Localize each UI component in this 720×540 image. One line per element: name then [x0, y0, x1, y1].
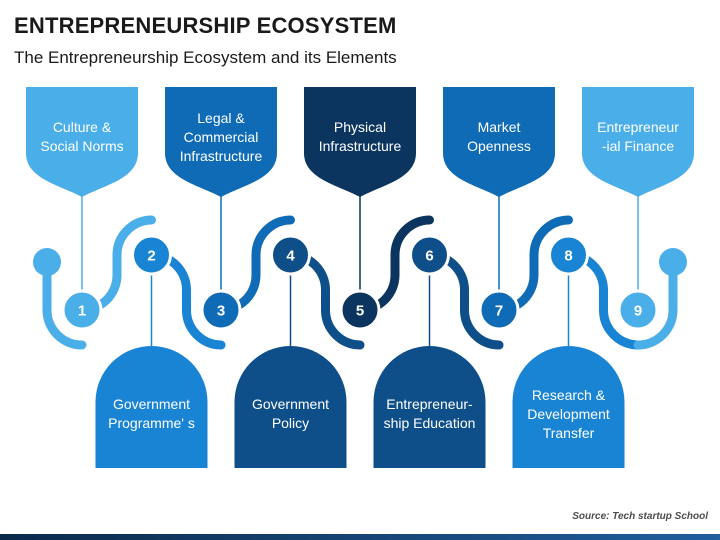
slide-title: ENTREPRENEURSHIP ECOSYSTEM — [14, 13, 397, 38]
number-badge — [617, 289, 659, 331]
element-card-bottom — [95, 346, 208, 468]
badge-number: 7 — [495, 303, 503, 320]
element-card-bottom — [234, 346, 347, 468]
badge-number: 4 — [286, 248, 295, 265]
number-badge — [548, 234, 589, 276]
element-card-top — [165, 87, 277, 197]
bottom-accent-bar — [0, 534, 720, 540]
badge-number: 8 — [564, 248, 572, 265]
badge-number: 1 — [78, 303, 86, 320]
badge-number: 6 — [425, 248, 433, 265]
number-badge — [200, 289, 242, 331]
wave-end-hook — [633, 258, 678, 350]
element-card-top — [443, 87, 555, 197]
connector-wave — [33, 215, 687, 350]
element-card-top — [582, 87, 694, 197]
number-badge — [270, 234, 311, 276]
number-badge — [131, 234, 172, 276]
wave-end-dot — [659, 248, 687, 276]
element-card-bottom — [373, 346, 486, 468]
badge-number: 5 — [356, 303, 364, 320]
element-cards — [26, 87, 694, 468]
element-card-top — [304, 87, 416, 197]
badge-number: 9 — [634, 303, 642, 320]
slide-subtitle: The Entrepreneurship Ecosystem and its E… — [14, 48, 397, 67]
wave-start-dot — [33, 248, 61, 276]
number-badge — [409, 234, 450, 276]
badge-number: 3 — [217, 303, 225, 320]
badge-number: 2 — [147, 248, 155, 265]
element-card-top — [26, 87, 138, 197]
wave-start-hook — [42, 258, 87, 350]
element-card-bottom — [512, 346, 625, 468]
number-badges: 1 2 3 4 5 6 7 8 9 — [61, 234, 659, 331]
number-badge — [61, 289, 103, 331]
source-note: Source: Tech startup School — [572, 511, 708, 522]
number-badge — [478, 289, 520, 331]
number-badge — [339, 289, 381, 331]
